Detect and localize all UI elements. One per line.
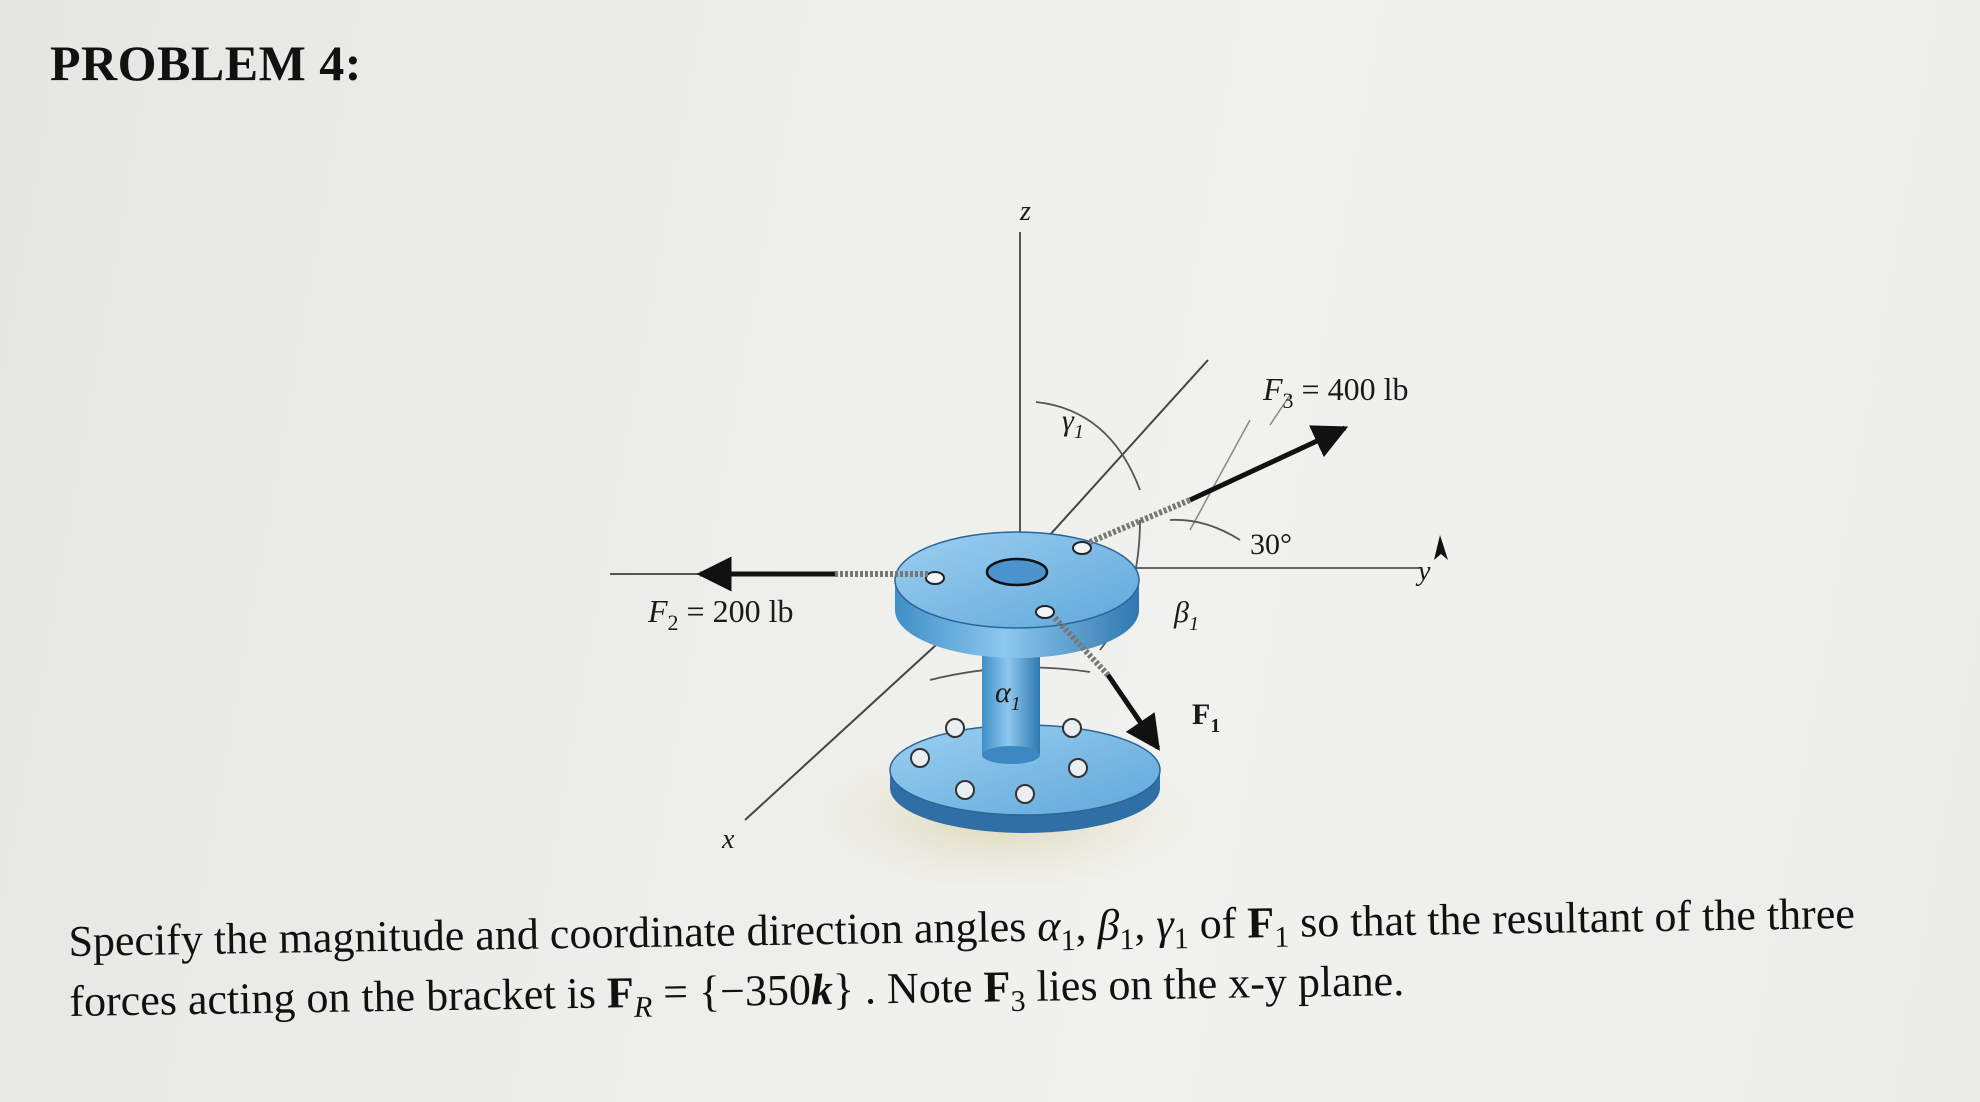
y-axis-arrowhead [1434,535,1448,560]
k-unit-vector: k [810,964,834,1015]
hole-front [1035,605,1055,619]
alpha-symbol: α [1036,901,1061,951]
center-hole [985,557,1049,587]
fr-symbol: F [606,968,635,1018]
gamma-symbol: γ [1155,899,1174,949]
f2-label: F2 = 200 lb [647,593,793,635]
cable-f3 [1088,497,1192,545]
f3-arrow [1188,425,1349,503]
hole-left [925,571,945,585]
gamma-arc [1035,401,1141,491]
gamma-label: γ1 [1062,404,1084,443]
x-axis-label: x [721,824,735,855]
alpha-label: α1 [995,676,1021,715]
f1-symbol: F [1246,898,1275,948]
y-axis-label: y [1415,556,1431,587]
angle-30-label: 30° [1250,528,1292,561]
f1-label: F1 [1192,698,1220,737]
beta-symbol: β [1096,900,1120,950]
z-axis-label: z [1019,196,1031,227]
angle-30-arc [1169,518,1241,541]
bolt-group [910,718,1088,804]
f1-arrow [1105,673,1161,751]
f3-projection-line [1189,419,1251,531]
f3-symbol: F [983,962,1011,1012]
problem-heading: PROBLEM 4: [50,35,362,91]
f3-label: F3 = 400 lb [1262,371,1408,413]
beta-label: β1 [1173,596,1199,635]
f3-projection-line-2 [1269,394,1291,426]
cable-f1 [1052,615,1111,678]
hole-right [1072,541,1092,555]
post-bottom-edge [982,746,1040,764]
